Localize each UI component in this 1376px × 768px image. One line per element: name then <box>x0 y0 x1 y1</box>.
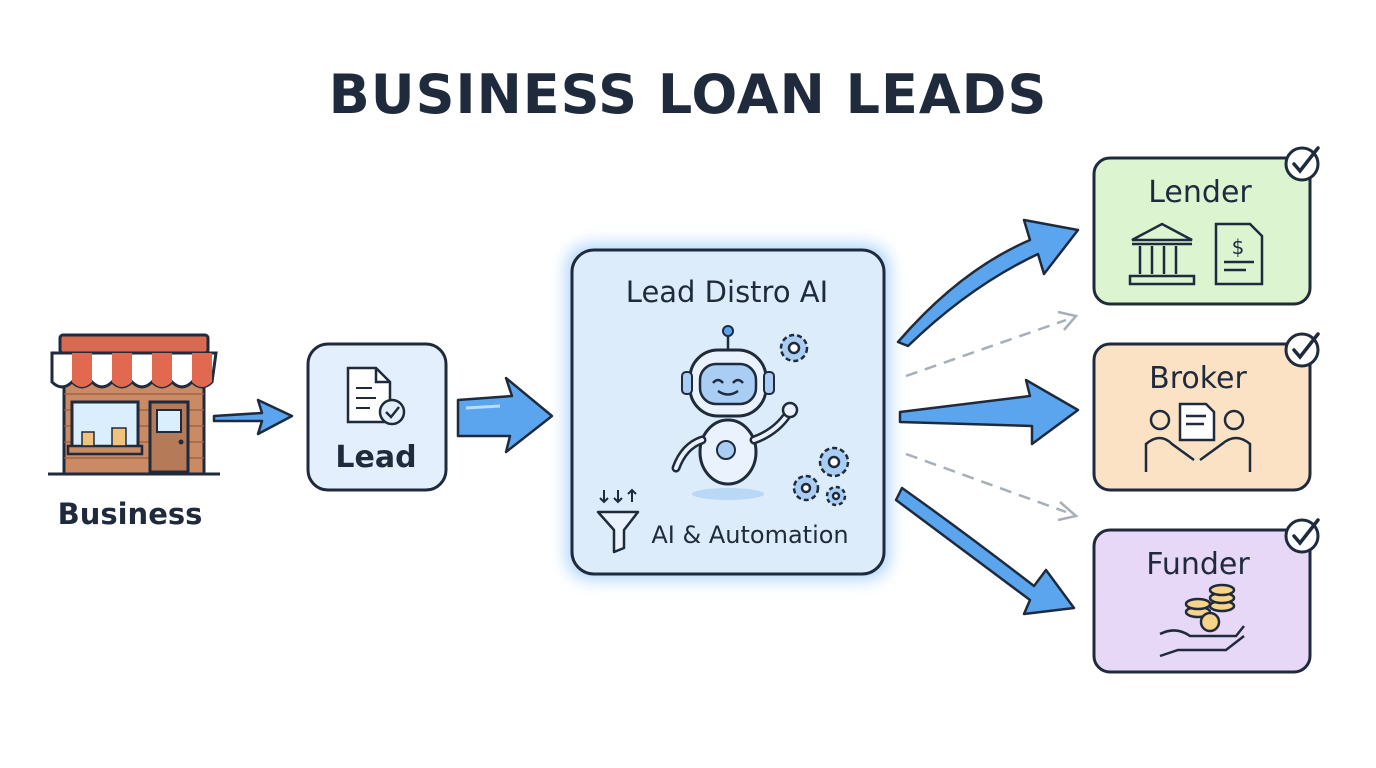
svg-text:$: $ <box>1232 235 1245 259</box>
lender-label: Lender <box>1148 175 1252 210</box>
lead-label: Lead <box>335 440 416 475</box>
hub-subtitle: AI & Automation <box>651 521 848 549</box>
arrow-hub-to-lender-dashed <box>905 310 1079 378</box>
lender-card: Lender $ <box>1092 146 1320 306</box>
checkmark-icon <box>1284 332 1320 368</box>
arrow-hub-to-funder <box>894 486 1076 616</box>
funder-card: Funder <box>1092 518 1320 674</box>
broker-label: Broker <box>1149 361 1247 396</box>
bank-icon <box>1128 222 1196 286</box>
coins-hand-icon <box>1159 583 1245 658</box>
arrow-hub-to-broker <box>898 378 1080 446</box>
gear-icon <box>779 333 850 507</box>
handshake-icon <box>1144 402 1252 472</box>
funnel-icon <box>596 488 640 554</box>
storefront-icon <box>48 333 220 476</box>
hub-card: Lead Distro AI <box>566 244 890 580</box>
robot-icon <box>671 325 799 500</box>
diagram-title: BUSINESS LOAN LEADS <box>329 63 1048 126</box>
arrow-lead-to-hub <box>456 376 554 454</box>
funder-label: Funder <box>1146 547 1250 582</box>
arrow-hub-to-broker-dashed <box>905 452 1079 522</box>
invoice-icon: $ <box>1214 222 1264 286</box>
lead-card: Lead <box>306 342 448 492</box>
document-check-icon <box>346 366 406 426</box>
checkmark-icon <box>1284 146 1320 182</box>
checkmark-icon <box>1284 518 1320 554</box>
lender-card-bg <box>1092 156 1312 306</box>
arrow-business-to-lead <box>212 398 294 436</box>
business-label: Business <box>58 497 203 531</box>
arrow-hub-to-lender <box>896 218 1080 348</box>
broker-card: Broker <box>1092 332 1320 492</box>
hub-title: Lead Distro AI <box>626 275 828 309</box>
